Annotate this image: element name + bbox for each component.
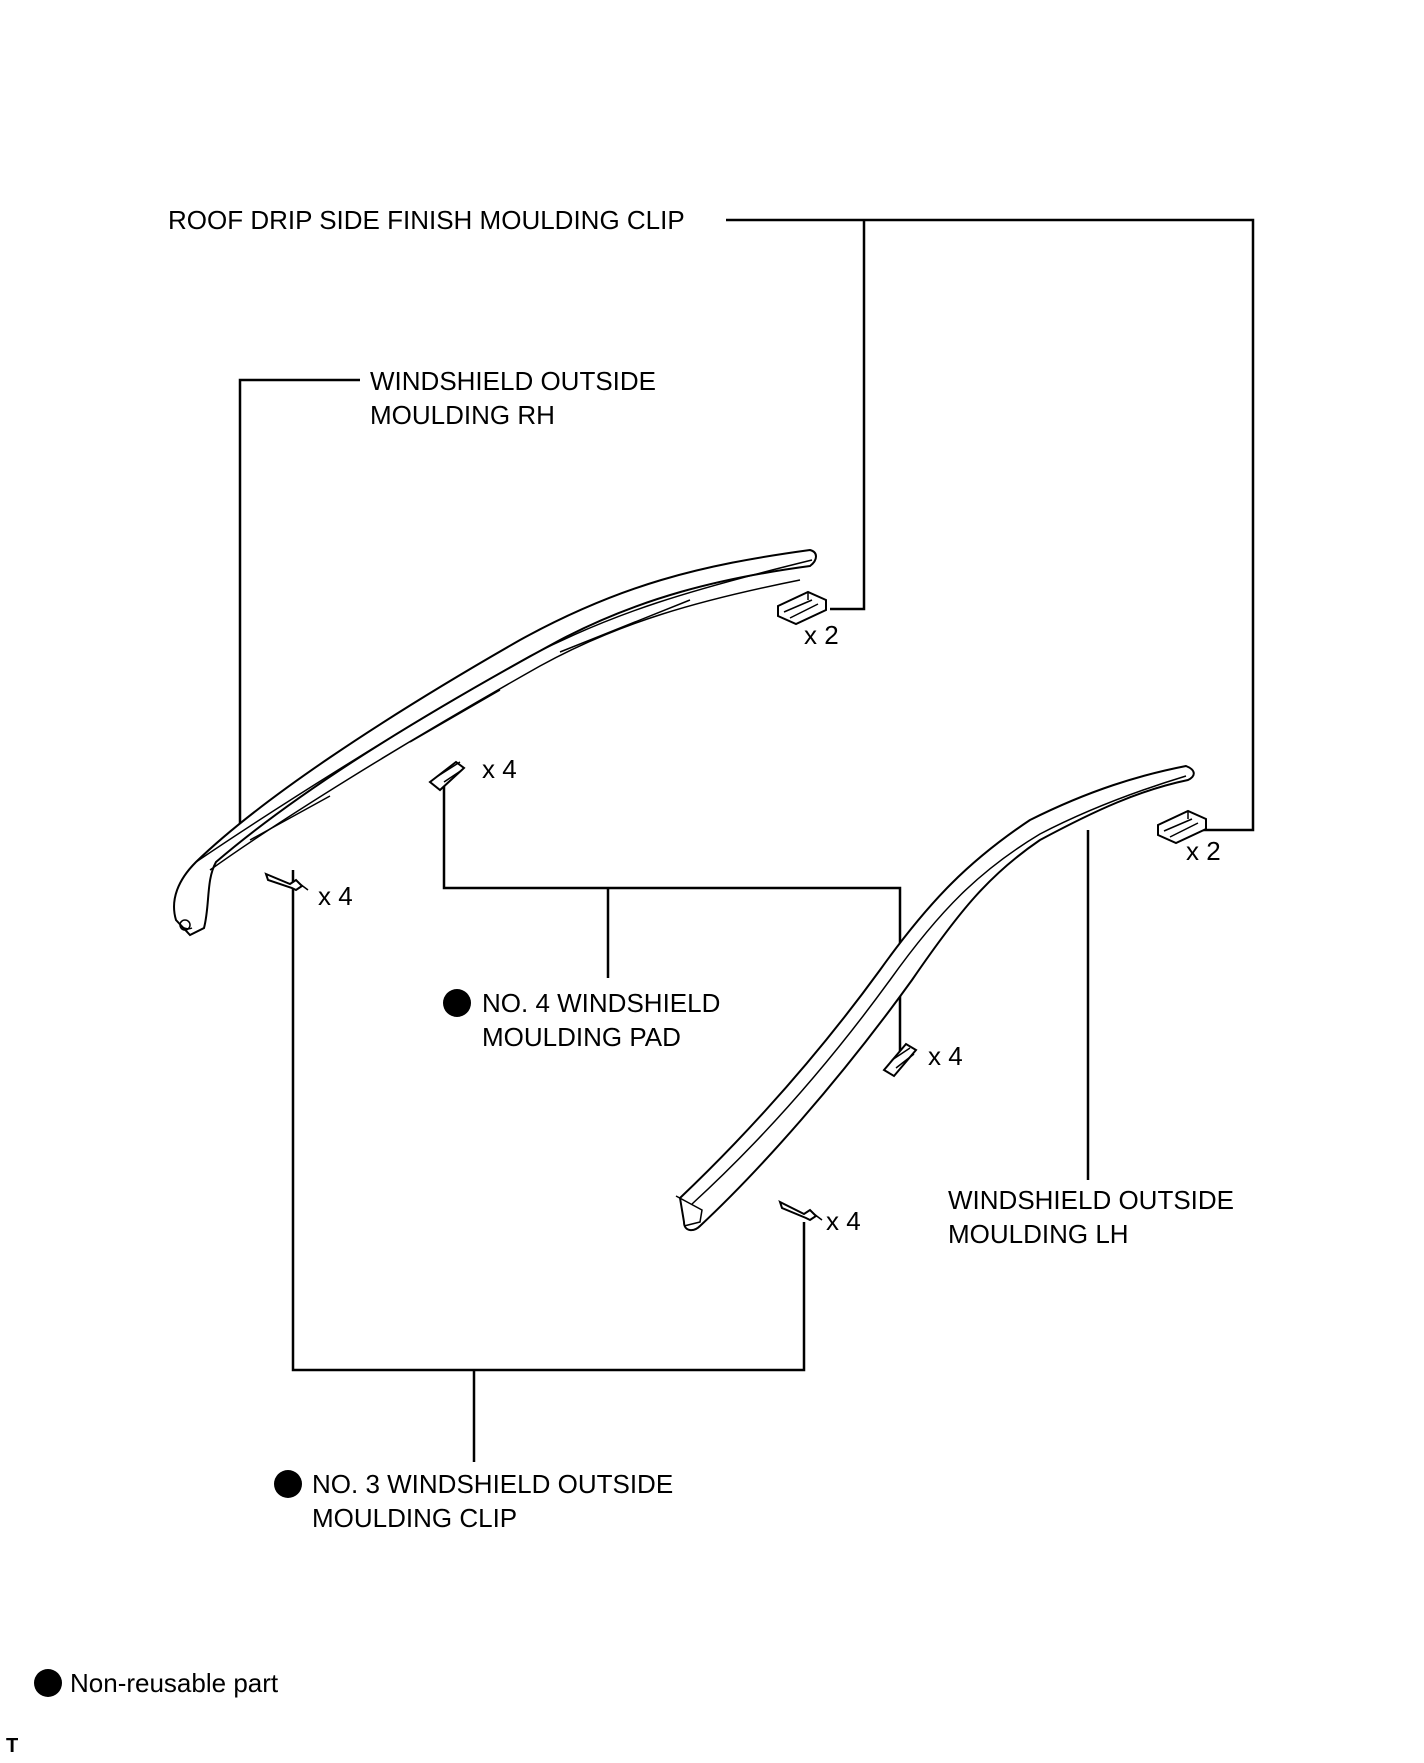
moulding-pad-rh [428,760,466,792]
qty-clip3-rh: x 4 [318,881,353,911]
label-moulding-lh-line2: MOULDING LH [948,1219,1129,1249]
label-clip3-line2: MOULDING CLIP [312,1503,517,1533]
corner-mark: T [6,1735,18,1757]
windshield-moulding-lh-drawing [675,764,1195,1232]
label-roof-drip-clip: ROOF DRIP SIDE FINISH MOULDING CLIP [168,205,685,235]
roof-drip-clip-rh [777,590,827,626]
windshield-moulding-rh-drawing [173,548,817,937]
qty-clip3-lh: x 4 [826,1206,861,1236]
legend-non-reusable-mark [34,1669,62,1697]
label-pad-line1: NO. 4 WINDSHIELD [482,988,720,1018]
leader-lines [238,218,1255,1462]
moulding-clip-rh [264,872,309,892]
label-moulding-rh-line2: MOULDING RH [370,400,555,430]
qty-roof-clip-lh: x 2 [1186,836,1221,866]
moulding-clip-lh [778,1200,823,1222]
non-reusable-mark-clip3 [274,1470,302,1498]
moulding-pad-lh [882,1042,918,1078]
label-pad-line2: MOULDING PAD [482,1022,681,1052]
qty-pad-rh: x 4 [482,754,517,784]
label-moulding-lh-line1: WINDSHIELD OUTSIDE [948,1185,1234,1215]
legend-text: Non-reusable part [70,1668,279,1698]
non-reusable-mark-pad [443,989,471,1017]
label-clip3-line1: NO. 3 WINDSHIELD OUTSIDE [312,1469,673,1499]
qty-roof-clip-rh: x 2 [804,620,839,650]
qty-pad-lh: x 4 [928,1041,963,1071]
label-moulding-rh-line1: WINDSHIELD OUTSIDE [370,366,656,396]
roof-drip-clip-lh [1157,809,1207,845]
